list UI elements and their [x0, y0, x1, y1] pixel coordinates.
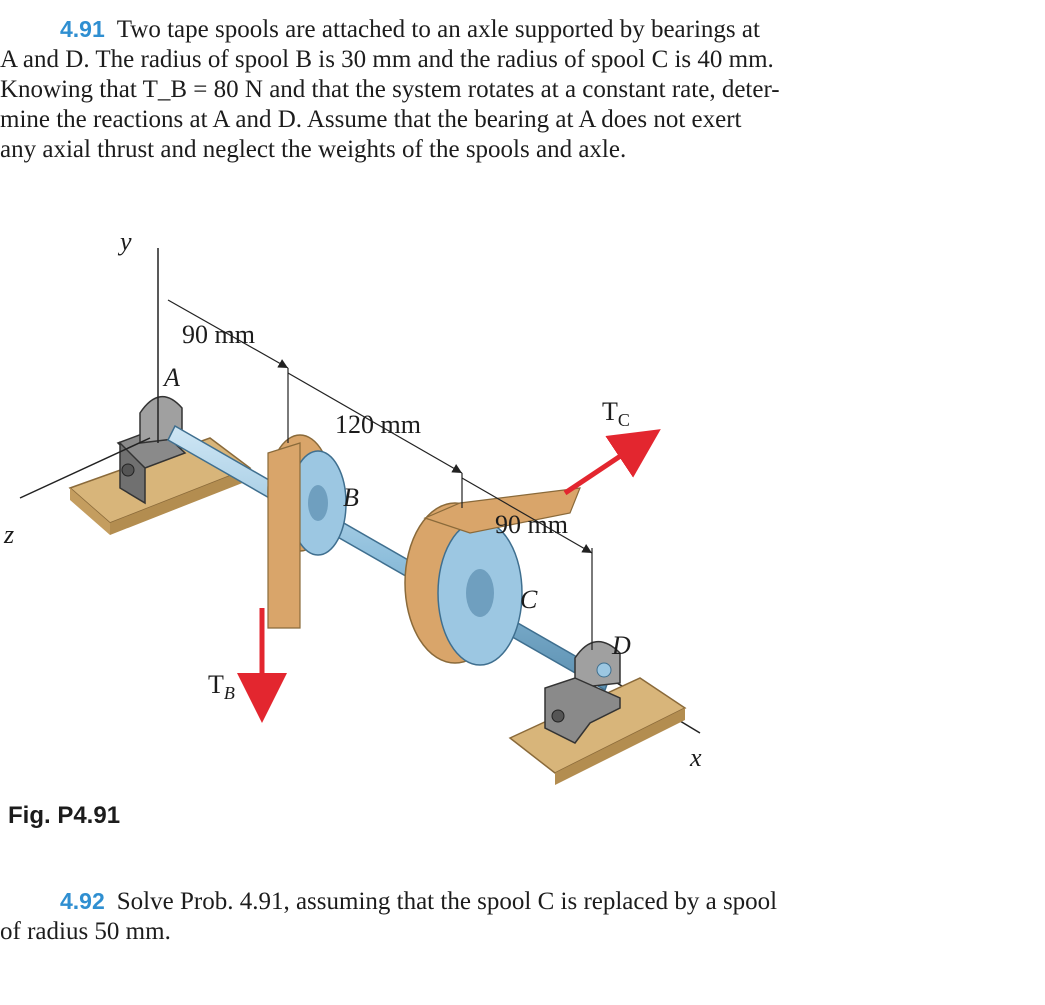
- problem-line: of radius 50 mm.: [0, 918, 171, 945]
- tension-c-label: TC: [602, 397, 630, 430]
- dimension-a-b: [167, 299, 289, 443]
- axle: [167, 424, 611, 692]
- point-c-label: C: [520, 585, 538, 614]
- dimension-label-b-c: 120 mm: [335, 410, 421, 439]
- bearing-d: [544, 641, 621, 744]
- x-axis-label: x: [689, 743, 702, 772]
- problem-line: A and D. The radius of spool B is 30 mm …: [0, 46, 774, 73]
- point-d-label: D: [611, 631, 631, 660]
- dimension-c-d: [461, 477, 593, 650]
- z-axis-label: z: [3, 520, 14, 549]
- point-b-label: B: [343, 483, 359, 512]
- spool-c: [404, 502, 523, 666]
- problem-line: Knowing that T_B = 80 N and that the sys…: [0, 76, 780, 103]
- tension-b-label: TB: [208, 670, 235, 703]
- z-axis-line: [19, 437, 151, 499]
- dimension-label-a-b: 90 mm: [182, 320, 255, 349]
- problem-line: mine the reactions at A and D. Assume th…: [0, 106, 742, 133]
- figure-caption: Fig. P4.91: [8, 802, 121, 829]
- problem-line: any axial thrust and neglect the weights…: [0, 136, 627, 163]
- dimension-b-c: [287, 372, 463, 508]
- tension-c-arrow: [563, 429, 661, 496]
- point-a-label: A: [162, 363, 180, 392]
- dimension-label-c-d: 90 mm: [495, 510, 568, 539]
- tape-c: [423, 487, 581, 534]
- y-axis-label: y: [117, 227, 132, 256]
- problem-number: 4.91: [60, 16, 105, 42]
- figure-p4-91: y z x 90 mm 120 mm 90 mm A B C D TB TC: [3, 227, 702, 785]
- problem-number: 4.92: [60, 888, 105, 914]
- tape-b: [267, 442, 301, 629]
